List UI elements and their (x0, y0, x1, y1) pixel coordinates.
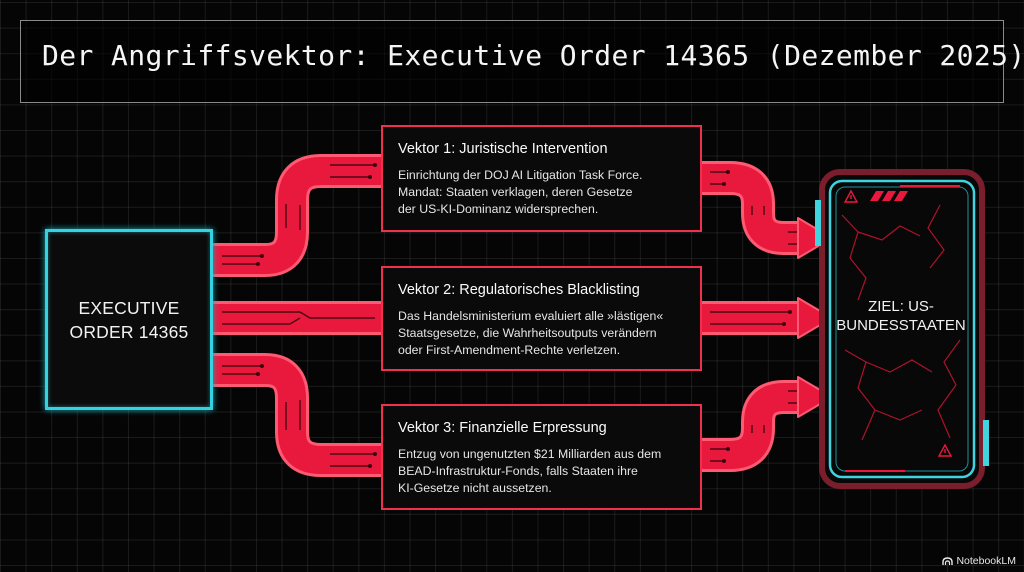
vector-2-body: Das Handelsministerium evaluiert alle »l… (398, 308, 686, 359)
title-bar (20, 20, 1004, 103)
source-box (45, 229, 213, 410)
notebooklm-icon (942, 556, 954, 565)
vector-3-line: KI-Gesetze nicht aussetzen. (398, 481, 552, 495)
arrowhead-3 (797, 376, 833, 418)
vector-2-line: Das Handelsministerium evaluiert alle »l… (398, 309, 664, 323)
vector-2-line: Staatsgesetze, die Wahrheitsoutputs verä… (398, 326, 657, 340)
vector-2-box: Vektor 2: Regulatorisches Blacklisting D… (381, 266, 702, 371)
vector-1-title: Vektor 1: Juristische Intervention (398, 141, 608, 157)
vector-1-line: der US-KI-Dominanz widersprechen. (398, 202, 599, 216)
vector-1-line: Mandat: Staaten verklagen, deren Gesetze (398, 185, 633, 199)
brand-name: NotebookLM (956, 555, 1016, 567)
vector-2-line: oder First-Amendment-Rechte verletzen. (398, 343, 621, 357)
target-cracks (841, 204, 961, 441)
vector-3-box: Vektor 3: Finanzielle Erpressung Entzug … (381, 404, 702, 510)
brand-watermark: NotebookLM (942, 555, 1016, 567)
target-frame (815, 169, 989, 489)
vector-3-line: Entzug von ungenutzten $21 Milliarden au… (398, 447, 662, 461)
flow-band-out-1-inner (702, 164, 800, 252)
flow-band-vector-3-inner (213, 356, 381, 474)
page-title: Der Angriffsvektor: Executive Order 1436… (42, 39, 1024, 72)
vector-2-title: Vektor 2: Regulatorisches Blacklisting (398, 282, 640, 298)
vector-1-line: Einrichtung der DOJ AI Litigation Task F… (398, 168, 643, 182)
vector-3-line: BEAD-Infrastruktur-Fonds, falls Staaten … (398, 464, 638, 478)
arrowhead-2 (797, 297, 833, 339)
flow-band-vector-1-inner (213, 157, 381, 274)
source-label: EXECUTIVE ORDER 14365 (69, 298, 189, 342)
target-hazard-stripes (870, 191, 908, 201)
vector-3-body: Entzug von ungenutzten $21 Milliarden au… (398, 446, 686, 497)
flow-band-out-3-inner (702, 383, 800, 469)
vector-1-box: Vektor 1: Juristische Intervention Einri… (381, 125, 702, 232)
target-label: ZIEL: US-BUNDESSTAATEN (836, 298, 966, 334)
warning-icon (843, 189, 859, 203)
vector-3-title: Vektor 3: Finanzielle Erpressung (398, 420, 607, 436)
vector-1-body: Einrichtung der DOJ AI Litigation Task F… (398, 167, 686, 218)
warning-icon-bottom (937, 443, 953, 457)
